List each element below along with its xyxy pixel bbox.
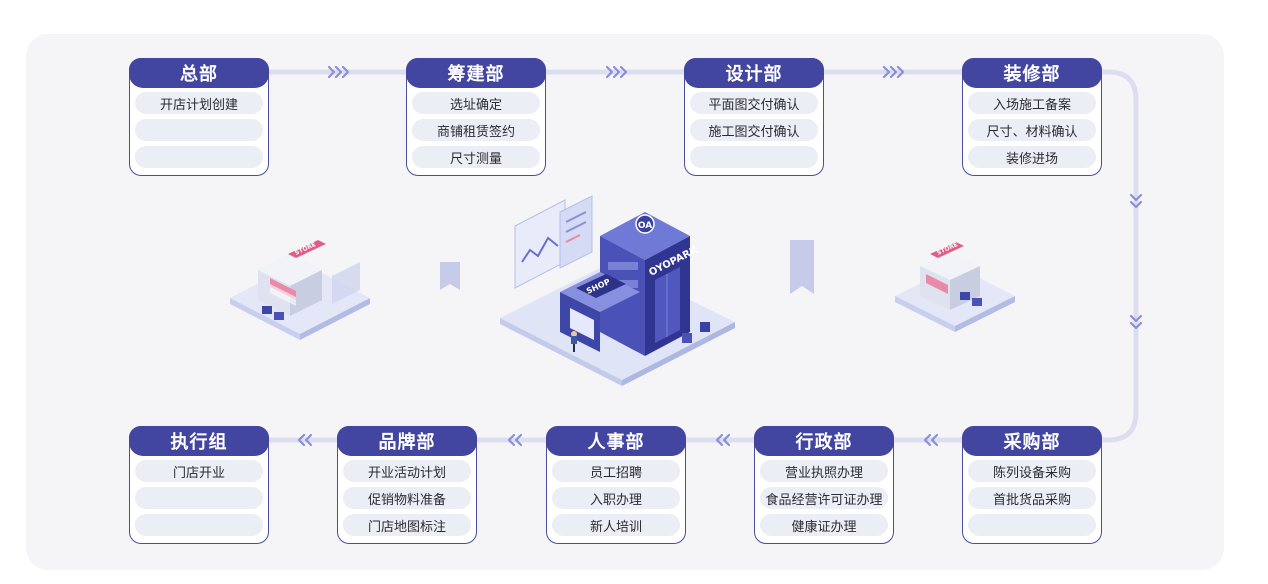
task-item: 商铺租赁签约 bbox=[412, 119, 540, 141]
task-item: 员工招聘 bbox=[552, 460, 680, 482]
empty-task-slot bbox=[135, 514, 263, 536]
task-item: 施工图交付确认 bbox=[690, 119, 818, 141]
task-item: 开业活动计划 bbox=[343, 460, 471, 482]
department-card-hr: 人事部员工招聘入职办理新人培训 bbox=[546, 426, 686, 544]
empty-task-slot bbox=[135, 487, 263, 509]
task-item: 陈列设备采购 bbox=[968, 460, 1096, 482]
right-store: STORE bbox=[895, 241, 1015, 332]
task-list: 开业活动计划促销物料准备门店地图标注 bbox=[343, 460, 471, 541]
chevron-left-icon bbox=[297, 433, 313, 447]
department-card-admin: 行政部营业执照办理食品经营许可证办理健康证办理 bbox=[754, 426, 894, 544]
task-item: 营业执照办理 bbox=[760, 460, 888, 482]
task-item: 装修进场 bbox=[968, 146, 1096, 168]
task-item: 入场施工备案 bbox=[968, 92, 1096, 114]
department-card-procurement: 采购部陈列设备采购首批货品采购 bbox=[962, 426, 1102, 544]
chevron-down-icon bbox=[1129, 193, 1143, 209]
task-item: 平面图交付确认 bbox=[690, 92, 818, 114]
task-item: 尺寸测量 bbox=[412, 146, 540, 168]
empty-task-slot bbox=[135, 146, 263, 168]
store-sign-left: STORE bbox=[294, 241, 317, 257]
task-list: 陈列设备采购首批货品采购 bbox=[968, 460, 1096, 541]
task-list: 员工招聘入职办理新人培训 bbox=[552, 460, 680, 541]
task-list: 入场施工备案尺寸、材料确认装修进场 bbox=[968, 92, 1096, 173]
dashboard-panel-icon bbox=[514, 195, 593, 289]
chevron-left-icon bbox=[507, 433, 523, 447]
chevron-right-icon bbox=[327, 65, 350, 79]
department-card-construction: 筹建部选址确定商铺租赁签约尺寸测量 bbox=[406, 58, 546, 176]
task-item: 新人培训 bbox=[552, 514, 680, 536]
chevron-down-icon bbox=[1129, 314, 1143, 330]
department-title: 采购部 bbox=[962, 426, 1102, 456]
empty-task-slot bbox=[968, 514, 1096, 536]
oa-building: OA OYOPARK bbox=[600, 212, 701, 356]
down-marker-icon bbox=[790, 240, 814, 294]
task-item: 尺寸、材料确认 bbox=[968, 119, 1096, 141]
task-list: 选址确定商铺租赁签约尺寸测量 bbox=[412, 92, 540, 173]
department-title: 设计部 bbox=[684, 58, 824, 88]
task-item: 开店计划创建 bbox=[135, 92, 263, 114]
task-item: 入职办理 bbox=[552, 487, 680, 509]
task-item: 食品经营许可证办理 bbox=[760, 487, 888, 509]
task-list: 营业执照办理食品经营许可证办理健康证办理 bbox=[760, 460, 888, 541]
chevron-left-icon bbox=[715, 433, 731, 447]
task-item: 首批货品采购 bbox=[968, 487, 1096, 509]
department-card-design: 设计部平面图交付确认施工图交付确认 bbox=[684, 58, 824, 176]
department-card-brand: 品牌部开业活动计划促销物料准备门店地图标注 bbox=[337, 426, 477, 544]
chevron-right-icon bbox=[882, 65, 905, 79]
task-list: 开店计划创建 bbox=[135, 92, 263, 173]
task-list: 平面图交付确认施工图交付确认 bbox=[690, 92, 818, 173]
department-card-hq: 总部开店计划创建 bbox=[129, 58, 269, 176]
left-store: STORE bbox=[230, 240, 370, 340]
department-title: 行政部 bbox=[754, 426, 894, 456]
department-title: 人事部 bbox=[546, 426, 686, 456]
shop-front: SHOP bbox=[560, 272, 640, 352]
down-marker-icon bbox=[440, 262, 460, 290]
task-item: 健康证办理 bbox=[760, 514, 888, 536]
department-title: 执行组 bbox=[129, 426, 269, 456]
department-card-execution: 执行组门店开业 bbox=[129, 426, 269, 544]
department-card-renovation: 装修部入场施工备案尺寸、材料确认装修进场 bbox=[962, 58, 1102, 176]
task-item: 促销物料准备 bbox=[343, 487, 471, 509]
chevron-left-icon bbox=[923, 433, 939, 447]
chevron-right-icon bbox=[605, 65, 628, 79]
department-title: 筹建部 bbox=[406, 58, 546, 88]
task-item: 门店开业 bbox=[135, 460, 263, 482]
empty-task-slot bbox=[135, 119, 263, 141]
department-title: 装修部 bbox=[962, 58, 1102, 88]
task-item: 选址确定 bbox=[412, 92, 540, 114]
building-badge: OA bbox=[638, 221, 652, 231]
department-title: 品牌部 bbox=[337, 426, 477, 456]
empty-task-slot bbox=[690, 146, 818, 168]
task-item: 门店地图标注 bbox=[343, 514, 471, 536]
task-list: 门店开业 bbox=[135, 460, 263, 541]
department-title: 总部 bbox=[129, 58, 269, 88]
